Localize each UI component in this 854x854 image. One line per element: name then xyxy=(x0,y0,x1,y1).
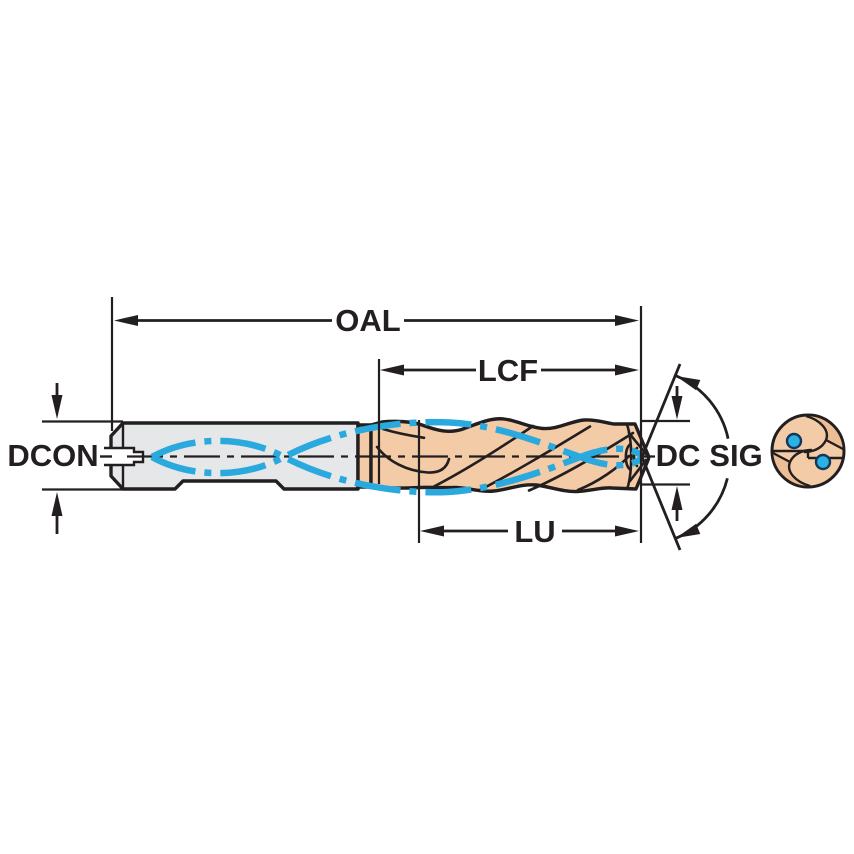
sig-arc-upper xyxy=(674,374,730,439)
dimension-dc: DC xyxy=(641,386,700,521)
dimension-lcf: LCF xyxy=(380,353,639,388)
flute-profile-lower-edge xyxy=(772,451,791,464)
oal-label: OAL xyxy=(335,303,400,338)
sig-angle-lines xyxy=(640,363,682,551)
flute-profile-upper-edge xyxy=(825,438,844,451)
lu-arrow-left xyxy=(420,525,444,537)
dc-arrow-top xyxy=(671,396,683,420)
oal-arrow-right xyxy=(615,315,639,326)
dcon-arrow-top xyxy=(51,395,63,419)
lu-arrow-right xyxy=(615,525,639,537)
lcf-label: LCF xyxy=(478,353,538,388)
coolant-channels xyxy=(150,418,646,496)
drill-end-view xyxy=(770,413,846,489)
sig-label: SIG xyxy=(709,438,762,473)
sig-arc-lower xyxy=(674,477,729,540)
dimension-dcon: DCON xyxy=(7,383,123,534)
end-view-shading-lower xyxy=(773,453,810,487)
dc-arrow-bottom xyxy=(671,486,683,510)
flute-line xyxy=(478,425,592,492)
flute-margin-line xyxy=(381,427,426,440)
coolant-hole-lower xyxy=(814,453,832,471)
dcon-label: DCON xyxy=(7,438,98,473)
sig-arc-arrow-top xyxy=(676,376,701,391)
lu-label: LU xyxy=(514,514,555,549)
dc-label: DC xyxy=(656,438,701,473)
body-silhouette xyxy=(369,417,651,494)
flute-line xyxy=(527,431,635,492)
dcon-arrow-bottom xyxy=(51,492,63,516)
shank-silhouette xyxy=(109,421,360,491)
coolant-hole-upper xyxy=(785,432,803,450)
chisel-edge-curve xyxy=(624,443,632,471)
slot-cut xyxy=(109,448,134,465)
lcf-arrow-left xyxy=(380,364,404,376)
coolant-channel-upper xyxy=(150,437,646,496)
angle-sig: SIG xyxy=(640,363,763,551)
drill-fluted-body xyxy=(369,417,651,494)
dimension-lu: LU xyxy=(420,514,639,549)
sig-arc-arrow-bottom xyxy=(676,523,701,538)
oal-arrow-left xyxy=(114,315,138,326)
lcf-arrow-right xyxy=(615,364,639,376)
flute-runout-curve xyxy=(375,445,451,474)
extension-lines xyxy=(110,297,643,543)
drill-drawing xyxy=(100,417,655,496)
end-view-shading-upper xyxy=(806,415,843,449)
coolant-channel-lower xyxy=(150,418,646,477)
dimension-oal: OAL xyxy=(114,303,639,338)
